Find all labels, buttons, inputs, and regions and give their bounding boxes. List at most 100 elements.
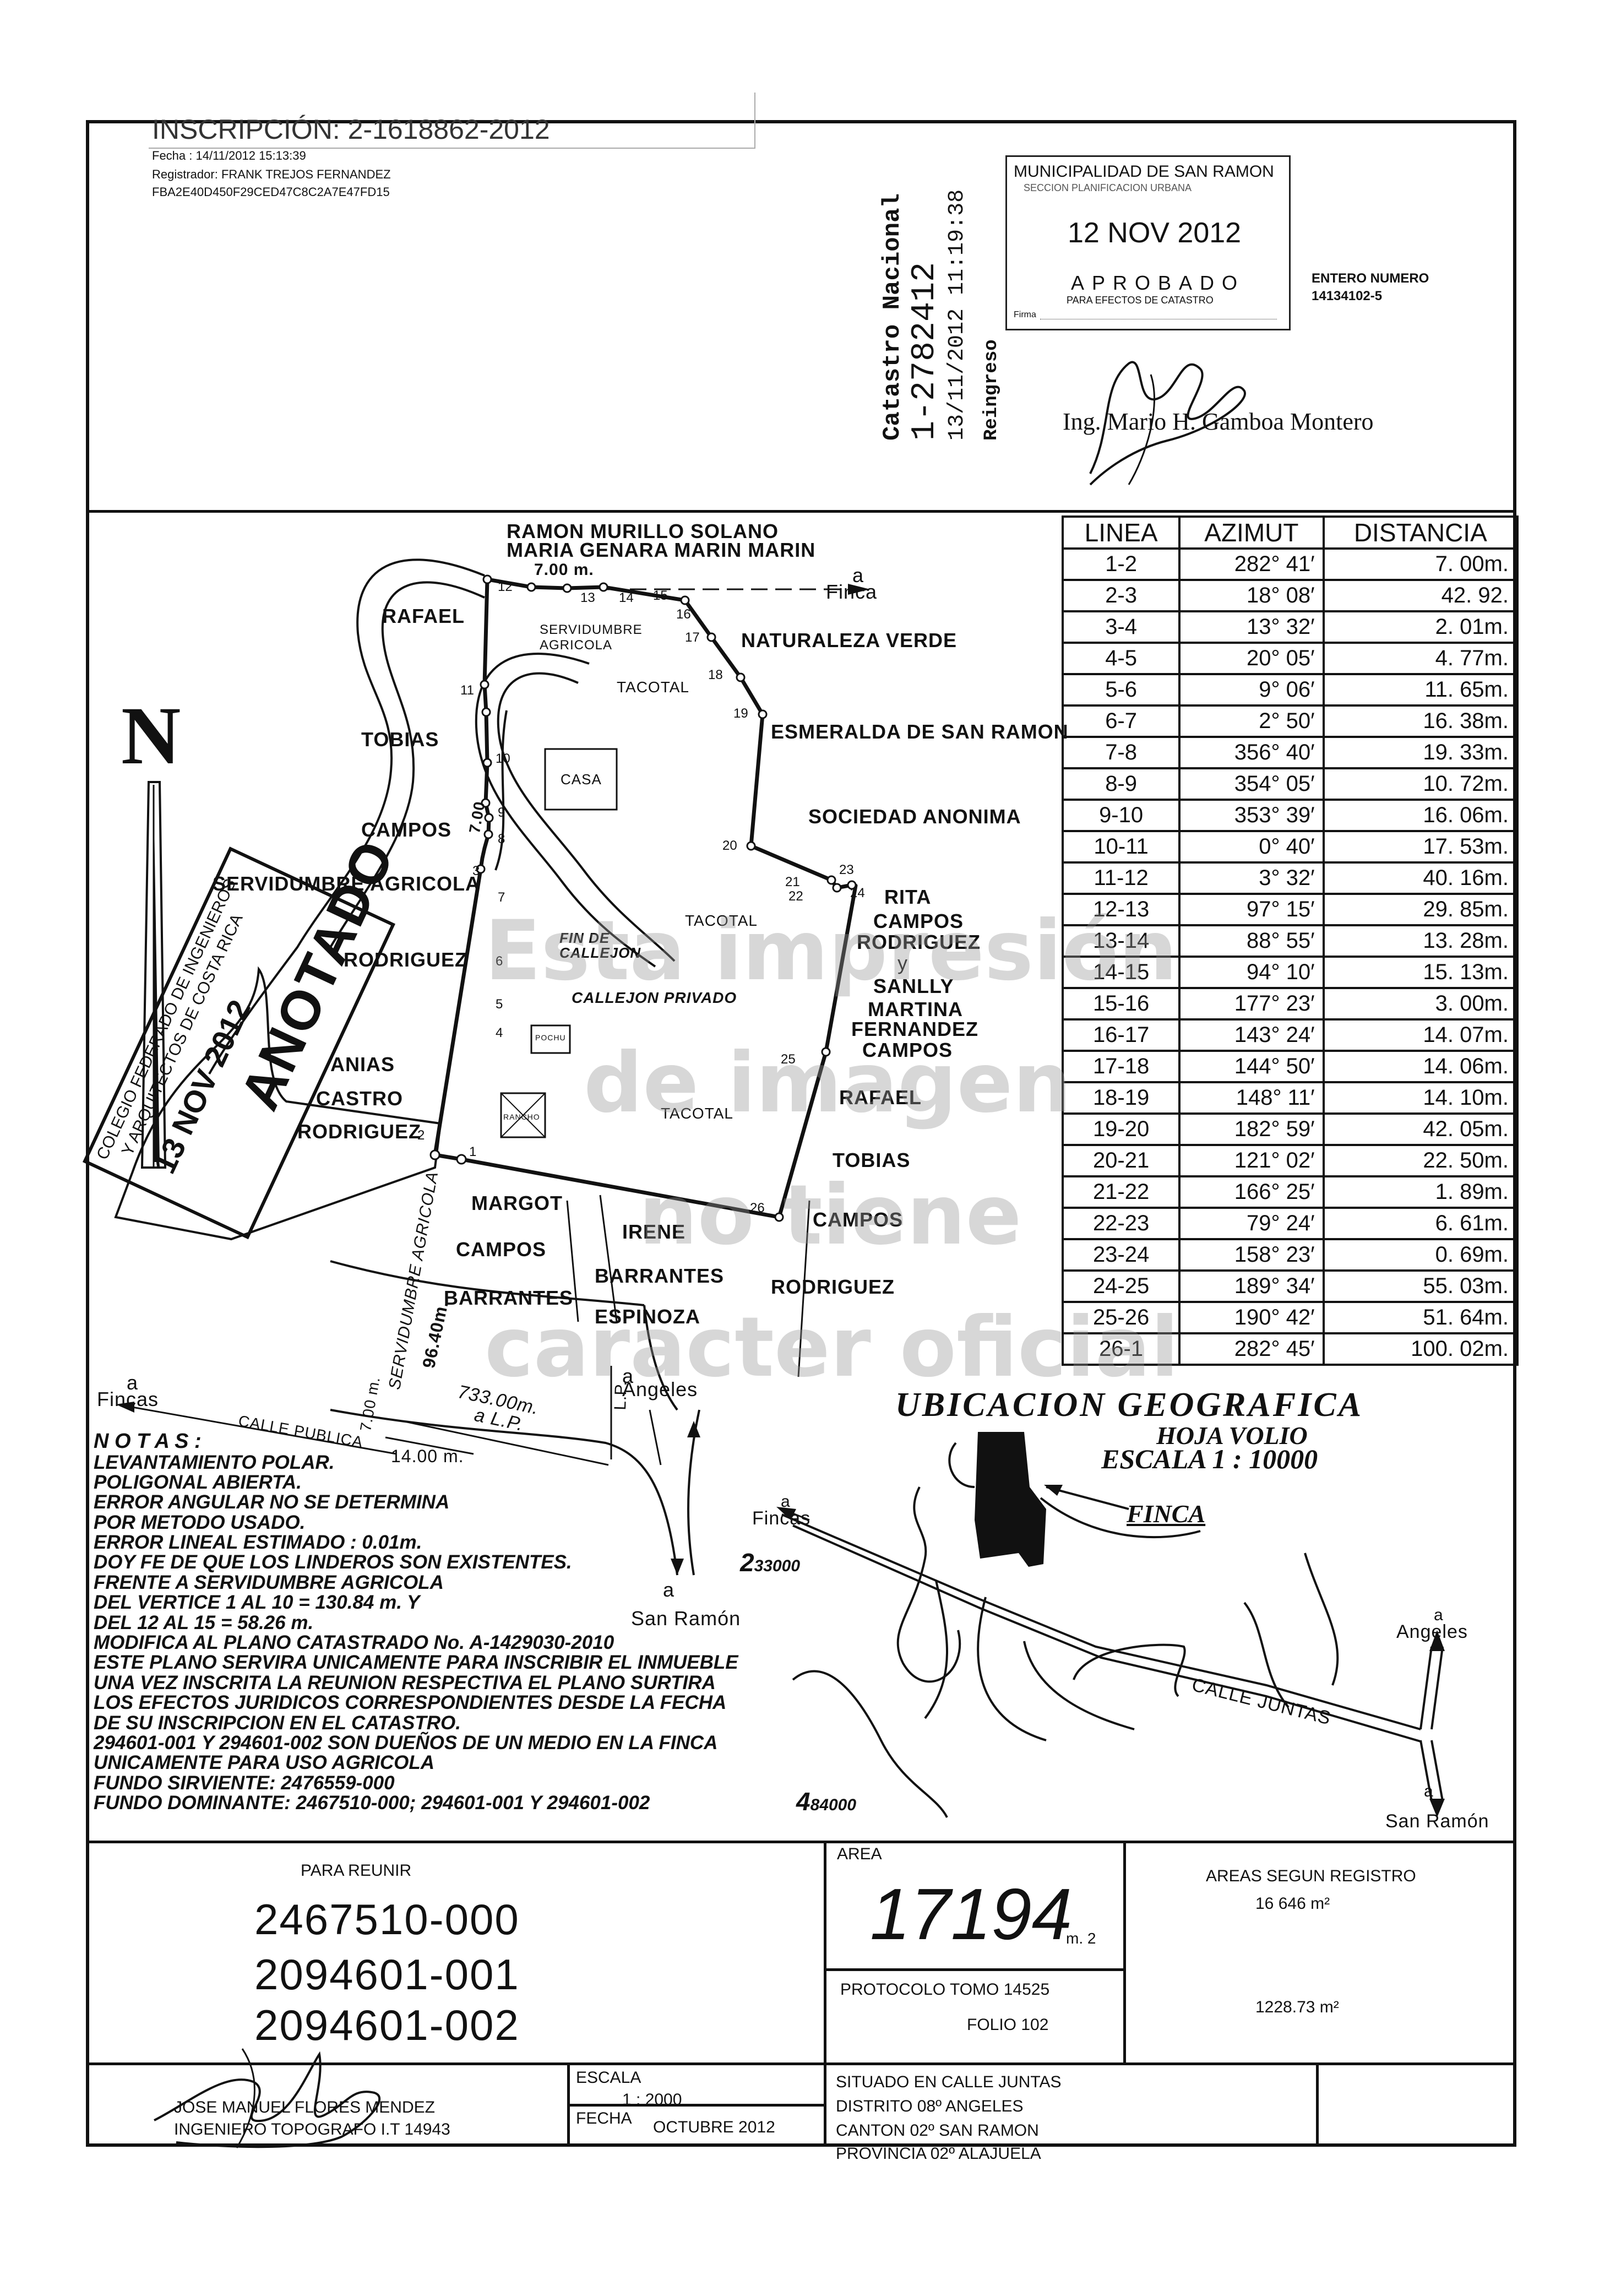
row-azimut: 282° 41′ [1178,547,1325,581]
neighbor-sanlly: SANLLY [873,975,954,997]
watermark-line3: no tiene [639,1168,1022,1263]
neighbor-rafael2: RAFAEL [839,1086,922,1109]
note-line: LOS EFECTOS JURIDICOS CORRESPONDIENTES D… [94,1692,727,1714]
ub-angeles-a: a [1434,1606,1444,1624]
to-finca: Finca [826,580,878,603]
neighbor-tobias2: TOBIAS [833,1149,911,1171]
row-distancia: 14. 06m. [1322,1050,1519,1083]
ubicacion-escala: ESCALA 1 : 10000 [1101,1443,1318,1474]
point-17: 17 [685,630,700,645]
engineer-signature-bottom [154,2048,381,2148]
note-line: FUNDO DOMINANTE: 2467510-000; 294601-001… [94,1792,650,1814]
neighbor-serv-agricola: SERVIDUMBRE AGRICOLA [213,872,481,895]
ub-coord2: 484000 [796,1787,856,1816]
row-azimut: 177° 23′ [1178,987,1325,1021]
row-distancia: 16. 38m. [1322,704,1519,738]
row-distancia: 0. 69m. [1322,1238,1519,1272]
engineer-name: JOSE MANUEL FLORES MENDEZ [174,2098,435,2116]
catastro-number: 1-2782412 [906,262,944,441]
note-line: DOY FE DE QUE LOS LINDEROS SON EXISTENTE… [94,1551,572,1573]
pochu-label: POCHU [535,1033,566,1042]
point-6: 6 [496,954,503,969]
area-registro-2: 1228.73 m² [1255,1998,1339,2016]
stamp-municipality: MUNICIPALIDAD DE SAN RAMON [1014,162,1274,181]
row-distancia: 10. 72m. [1322,767,1519,801]
servidumbre-top: SERVIDUMBRE [540,622,643,637]
note-line: 294601-001 Y 294601-002 SON DUEÑOS DE UN… [94,1732,718,1754]
neighbor-irene-barrantes: BARRANTES [595,1264,725,1287]
frame-bottom [86,2143,1516,2147]
notes-block: N O T A S : LEVANTAMIENTO POLAR.POLIGONA… [94,1430,738,1814]
row-distancia: 100. 02m. [1322,1332,1519,1366]
frame-left [86,120,89,2147]
row-azimut: 88° 55′ [1178,924,1325,958]
area-value: 17194 [870,1874,1073,1955]
ubicacion-finca: FINCA [1127,1500,1206,1528]
note-line: FRENTE A SERVIDUMBRE AGRICOLA [94,1571,444,1593]
footer-divider [86,1841,1516,1843]
tacotal-1: TACOTAL [617,679,689,696]
point-10: 10 [496,751,510,766]
footer-vline-2 [1123,1841,1126,2062]
ub-fincas-a: a [781,1492,791,1511]
point-4: 4 [496,1025,503,1040]
row-distancia: 42. 05m. [1322,1112,1519,1146]
canton: CANTON 02º SAN RAMON [836,2121,1039,2140]
note-line: UNA VEZ INSCRITA LA REUNION RESPECTIVA E… [94,1671,716,1693]
map-angeles: Angeles [622,1378,698,1401]
escala-label: ESCALA [576,2069,641,2087]
point-7: 7 [498,890,505,905]
map-angeles-a: a [622,1365,634,1387]
row-azimut: 0° 40′ [1178,830,1325,864]
row-linea: 8-9 [1061,767,1181,801]
tacotal-2: TACOTAL [685,912,758,929]
inscription-registrar: Registrador: FRANK TREJOS FERNANDEZ [152,167,391,181]
point-2: 2 [417,1128,425,1143]
row-distancia: 13. 28m. [1322,924,1519,958]
location-map [776,1432,1445,1818]
row-azimut: 79° 24′ [1178,1207,1325,1240]
row-linea: 1-2 [1061,547,1181,581]
ub-sanramon-a: a [1424,1782,1434,1800]
note-line: FUNDO SIRVIENTE: 2476559-000 [94,1772,395,1794]
inscription-title: INSCRIPCIÓN: 2-1618862-2012 [152,114,550,145]
row-azimut: 190° 42′ [1178,1301,1325,1334]
point-8: 8 [498,832,505,846]
row-distancia: 3. 00m. [1322,987,1519,1021]
point-26: 26 [750,1201,765,1215]
inscription-box [149,93,755,149]
row-distancia: 16. 06m. [1322,799,1519,832]
col-azimut: AZIMUT [1178,515,1325,550]
point-12: 12 [498,579,513,594]
row-azimut: 13° 32′ [1178,610,1325,644]
note-line: ESTE PLANO SERVIRA UNICAMENTE PARA INSCR… [94,1652,738,1674]
finca-number-3: 2094601-002 [254,2001,520,2049]
neighbor-margot: MARGOT [471,1192,563,1214]
footer-hline-2 [86,2062,1516,2065]
neighbor-barrantes: BARRANTES [444,1287,574,1309]
row-azimut: 18° 08′ [1178,579,1325,612]
row-azimut: 121° 02′ [1178,1144,1325,1177]
footer-vline-5 [1316,2062,1319,2145]
row-distancia: 7. 00m. [1322,547,1519,581]
row-linea: 15-16 [1061,987,1181,1021]
inscription-date: Fecha : 14/11/2012 15:13:39 [152,149,306,162]
row-linea: 18-19 [1061,1081,1181,1115]
map-fincas-a: a [127,1371,139,1394]
distrito: DISTRITO 08º ANGELES [836,2097,1024,2115]
row-linea: 19-20 [1061,1112,1181,1146]
row-azimut: 97° 15′ [1178,893,1325,926]
neighbor-anias: ANIAS [330,1053,395,1076]
row-azimut: 9° 06′ [1178,673,1325,707]
casa-label: CASA [561,771,602,788]
tacotal-3: TACOTAL [661,1105,733,1122]
neighbor-rita: RITA [884,886,932,908]
notes-title: N O T A S : [94,1430,202,1453]
